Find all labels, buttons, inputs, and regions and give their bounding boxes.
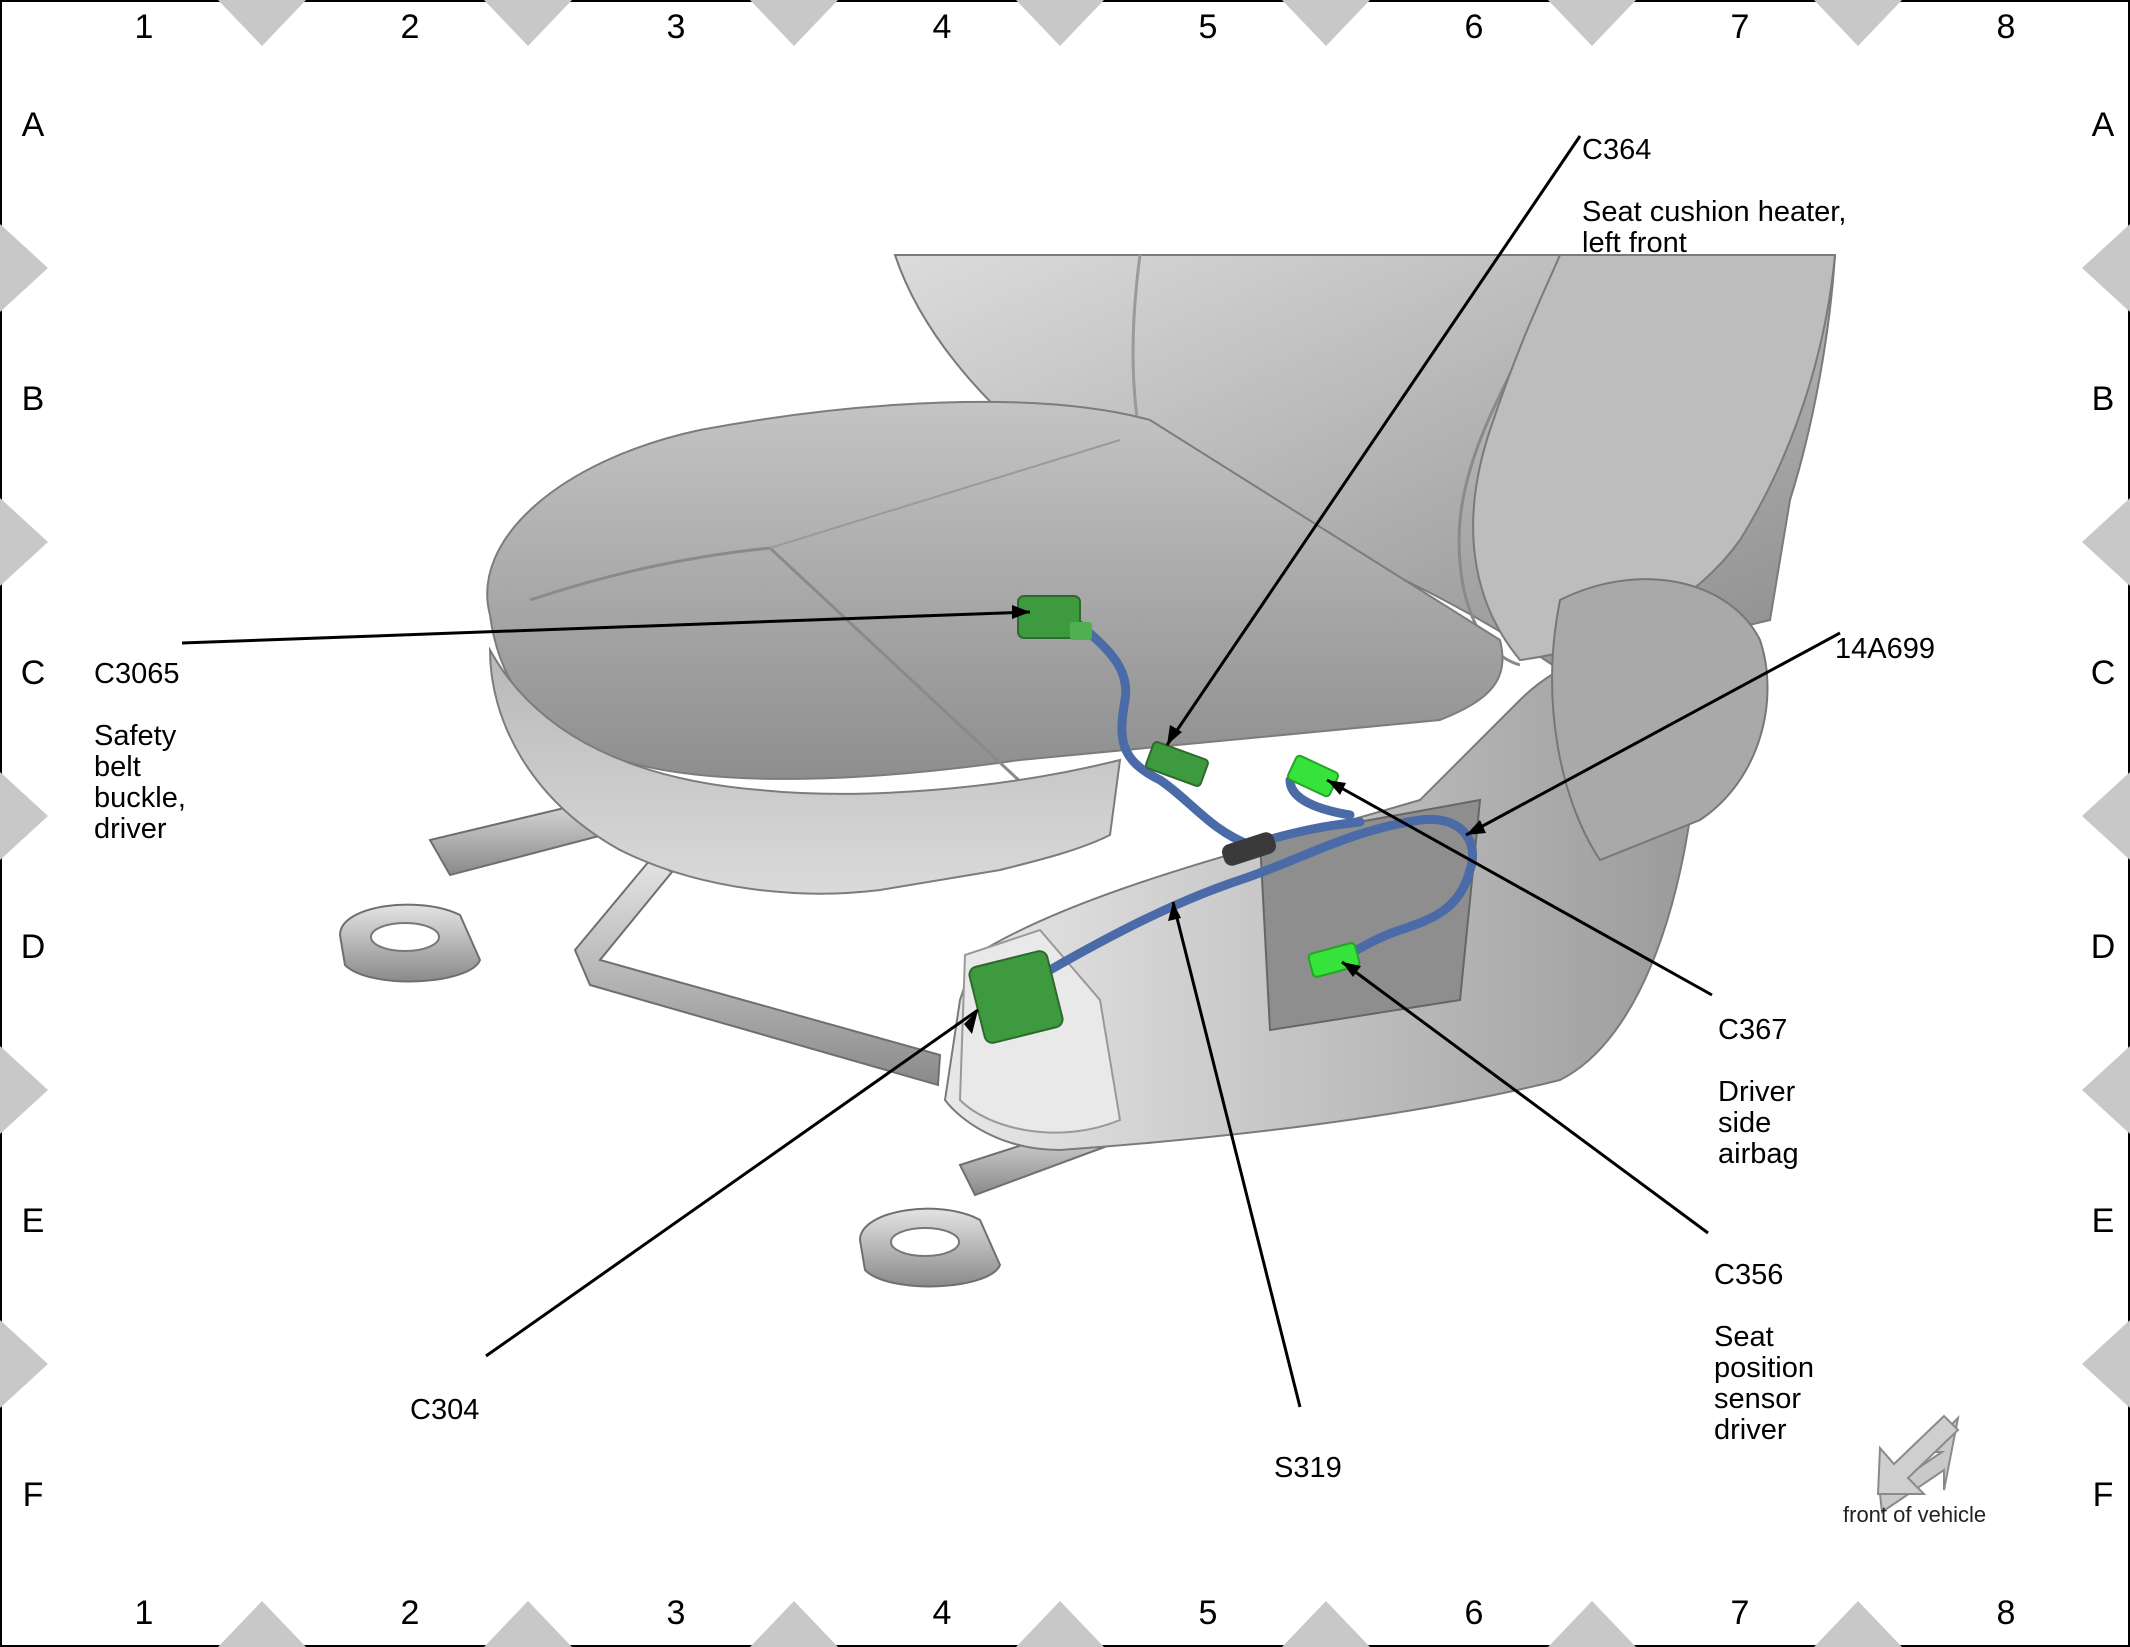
- grid-row-label: A: [2091, 106, 2115, 144]
- callout-c3065: C3065 Safety belt buckle, driver: [94, 628, 186, 876]
- callout-c356: C356 Seat position sensor driver: [1714, 1229, 1814, 1477]
- grid-col-label: 6: [1464, 1594, 1484, 1632]
- callout-c356-desc: Seat position sensor driver: [1714, 1321, 1814, 1446]
- grid-row-label: B: [2091, 380, 2115, 418]
- leader-c3065: [181, 610, 1031, 645]
- leader-s319: [1171, 901, 1302, 1408]
- grid-row-label: E: [21, 1202, 45, 1240]
- grid-col-label: 7: [1730, 8, 1750, 46]
- grid-row-label: B: [21, 380, 45, 418]
- leader-c304: [485, 1008, 979, 1358]
- grid-markers-top: [218, 0, 1902, 46]
- grid-row-label: C: [2090, 654, 2116, 692]
- callout-s319-code: S319: [1274, 1452, 1342, 1484]
- connector-c304-shape: [968, 950, 1064, 1044]
- callout-14a699-code: 14A699: [1835, 633, 1935, 665]
- grid-col-label: 1: [134, 1594, 154, 1632]
- grid-col-label: 4: [932, 1594, 952, 1632]
- grid-col-label: 5: [1198, 8, 1218, 46]
- connector-c364-shape: [1145, 741, 1209, 787]
- grid-col-label: 6: [1464, 8, 1484, 46]
- callout-c364: C364 Seat cushion heater, left front: [1582, 104, 1846, 290]
- grid-row-label: D: [20, 928, 46, 966]
- grid-row-label: A: [21, 106, 45, 144]
- grid-col-label: 1: [134, 8, 154, 46]
- callout-c3065-desc: Safety belt buckle, driver: [94, 720, 186, 845]
- callout-c356-code: C356: [1714, 1259, 1784, 1291]
- leader-14a699: [1465, 631, 1841, 837]
- callout-c364-desc: Seat cushion heater, left front: [1582, 196, 1847, 259]
- front-of-vehicle-label: front of vehicle: [1843, 1502, 1987, 1527]
- grid-col-label: 8: [1996, 8, 2016, 46]
- wiring-harness: [1045, 620, 1478, 975]
- seat-illustration: [338, 254, 1837, 1288]
- connector-c356-shape: [1307, 942, 1361, 978]
- connector-c3065-shape: [1017, 595, 1092, 640]
- leader-c367: [1326, 778, 1713, 997]
- grid-col-label: 5: [1198, 1594, 1218, 1632]
- callout-c364-code: C364: [1582, 134, 1652, 166]
- grid-row-label: F: [2092, 1476, 2114, 1514]
- grid-col-label: 8: [1996, 1594, 2016, 1632]
- grid-row-label: C: [20, 654, 46, 692]
- leader-c356: [1341, 960, 1709, 1235]
- grid-row-label: E: [2091, 1202, 2115, 1240]
- callout-c304-code: C304: [410, 1394, 480, 1426]
- front-of-vehicle-arrow-icon: [1876, 1414, 1960, 1514]
- callout-c304: C304: [410, 1364, 479, 1457]
- grid-col-label: 2: [400, 1594, 420, 1632]
- leader-c364: [1165, 135, 1582, 746]
- grid-row-label: F: [22, 1476, 44, 1514]
- leader-lines: [181, 135, 1841, 1408]
- grid-col-label: 3: [666, 1594, 686, 1632]
- leader-arrowheads: [964, 605, 1486, 1034]
- grid-row-label: D: [2090, 928, 2116, 966]
- callout-c367-desc: Driver side airbag: [1718, 1076, 1799, 1170]
- grid-col-label: 3: [666, 8, 686, 46]
- grid-col-label: 7: [1730, 1594, 1750, 1632]
- callout-c3065-code: C3065: [94, 658, 180, 690]
- grid-markers-right: [2082, 224, 2130, 1408]
- callout-c367: C367 Driver side airbag: [1718, 984, 1799, 1201]
- grid-col-label: 2: [400, 8, 420, 46]
- callout-c367-code: C367: [1718, 1014, 1788, 1046]
- grid-markers-bottom: [218, 1601, 1902, 1647]
- grid-markers-left: [0, 224, 48, 1408]
- grid-col-label: 4: [932, 8, 952, 46]
- callout-14a699: 14A699: [1835, 603, 1935, 696]
- callout-s319: S319: [1274, 1422, 1342, 1515]
